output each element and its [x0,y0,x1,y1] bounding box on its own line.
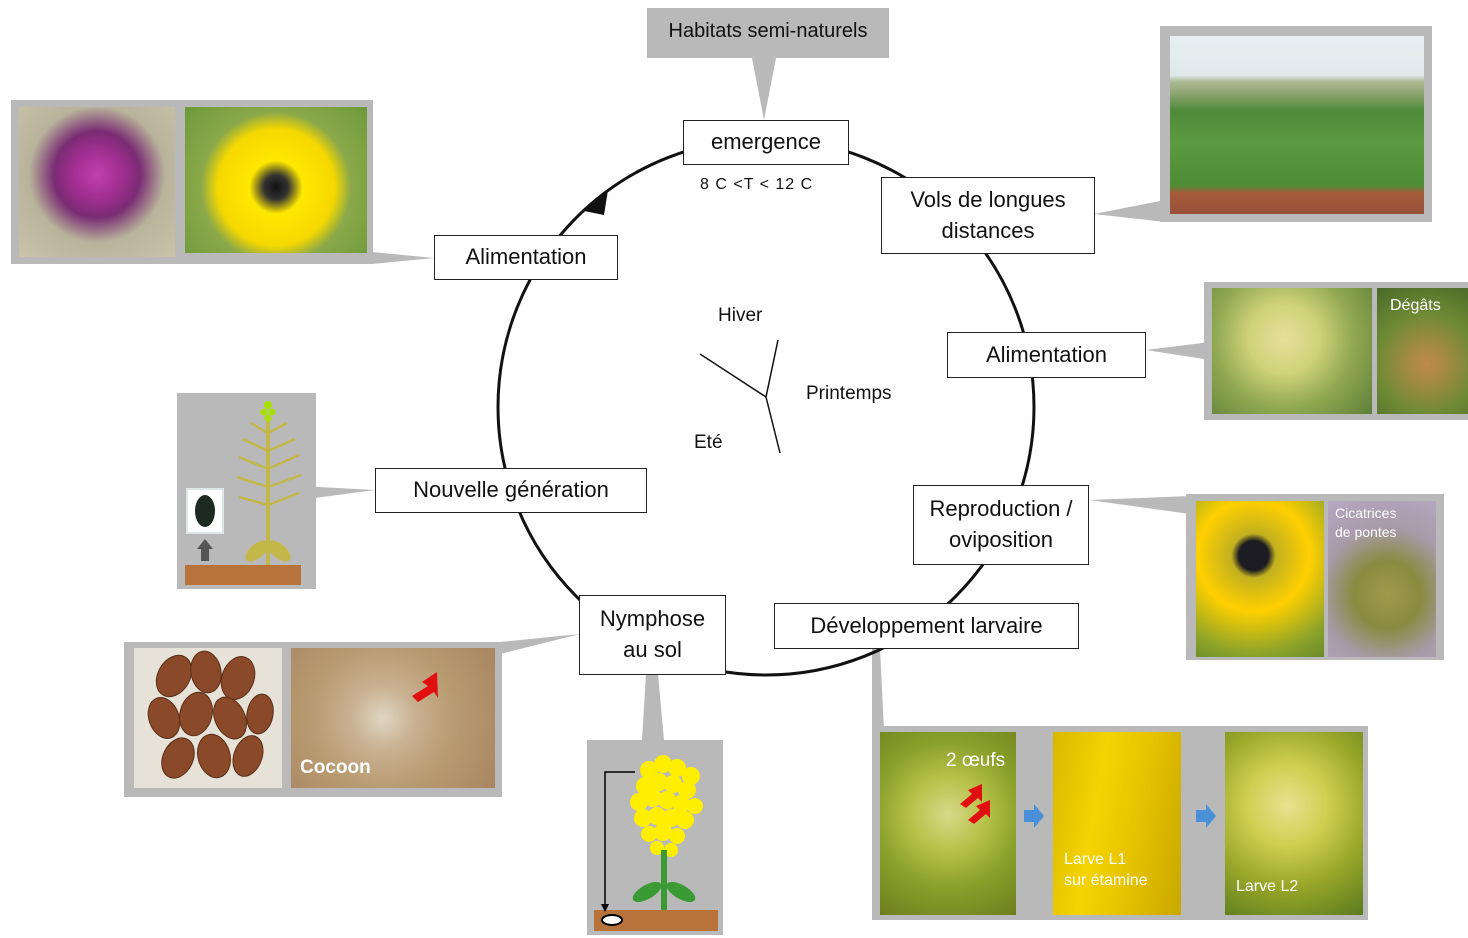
callout-pointer-repro [1089,496,1190,514]
plant-leaf-right-ng [267,540,291,562]
landscape-photo [1170,36,1424,214]
stage-pupation: Nymphose au sol [579,595,726,675]
descent-arrowhead [601,904,609,912]
plant-leaf-right [666,881,696,903]
callout-pointer-landscape [1094,200,1165,222]
temperature-label: 8 C <T < 12 C [700,176,814,193]
stage-larval-development: Développement larvaire [774,603,1079,649]
cocoons-photo [134,648,282,788]
pods-group [236,421,302,507]
plant-stem [661,850,667,910]
red-arrow-egg-1 [960,784,982,808]
egg-scars-label: Cicatrices de pontes [1335,505,1397,540]
season-line-hiver [765,339,779,398]
larva-l1-photo [1053,732,1181,915]
cocoons-drawing [147,650,274,779]
soil-strip-left [185,565,301,585]
egg-scars-photo [1328,501,1436,657]
semi-natural-habitat-callout [647,8,889,58]
season-line-ete [699,353,767,398]
cycle-arrowhead [584,190,608,215]
blue-arrow-1 [1024,804,1044,828]
larva-l2-photo [1225,732,1363,915]
larva-l1-label: Larve L1 sur étamine [1064,851,1148,889]
damage-label: Dégâts [1390,297,1441,314]
stage-long-distance-flights: Vols de longues distances [881,177,1095,254]
larva-l2-label: Larve L2 [1236,878,1299,895]
callout-pointer-dev [872,648,884,730]
beetle-icon [195,495,215,527]
up-arrow-head [197,539,213,549]
plant-stem-left [266,421,270,565]
callout-pointer-cocoon [500,634,580,654]
buds-photo [1212,288,1372,414]
season-line-printemps [765,396,781,454]
pupation-drawing [594,755,718,931]
buds-group [260,401,276,422]
callout-pointer-alim-right [1146,342,1210,360]
thistle-photo [19,107,175,257]
damage-photo [1377,288,1468,414]
season-spring: Printemps [806,383,892,404]
plant-leaf-left-ng [245,540,269,562]
pupa-cell-icon [601,914,623,926]
new-generation-drawing [185,401,302,585]
red-arrow-egg-2 [968,800,990,824]
season-summer: Eté [694,432,723,453]
cocoon-in-soil-photo [291,648,495,788]
beetle-on-flower-photo [1196,501,1324,657]
plant-leaf-left [632,881,662,903]
stage-feeding-right: Alimentation [947,332,1146,378]
up-arrow-shaft [201,547,209,561]
eggs-label: 2 œufs [946,750,1006,771]
eggs-photo [880,732,1016,915]
buttercup-photo [185,107,367,253]
stage-emergence: emergence [683,120,849,165]
blue-arrow-2 [1196,804,1216,828]
semi-natural-habitat-label: Habitats semi-naturels [668,20,868,42]
soil-strip [594,910,718,931]
red-arrow-cocoon [412,672,438,702]
stage-reproduction: Reproduction / oviposition [913,485,1089,565]
descent-arrow-line [604,771,635,906]
season-winter: Hiver [718,305,763,326]
callout-pointer-nouvelle [300,486,375,500]
stage-new-generation: Nouvelle génération [375,468,647,513]
callout-pointer-nymphose [642,674,664,740]
stage-feeding-left: Alimentation [434,235,618,280]
cocoon-label: Cocoon [300,757,371,778]
flower-cluster [630,755,703,857]
callout-pointer-alim-left [372,252,434,264]
callout-pointer-top [752,58,776,120]
